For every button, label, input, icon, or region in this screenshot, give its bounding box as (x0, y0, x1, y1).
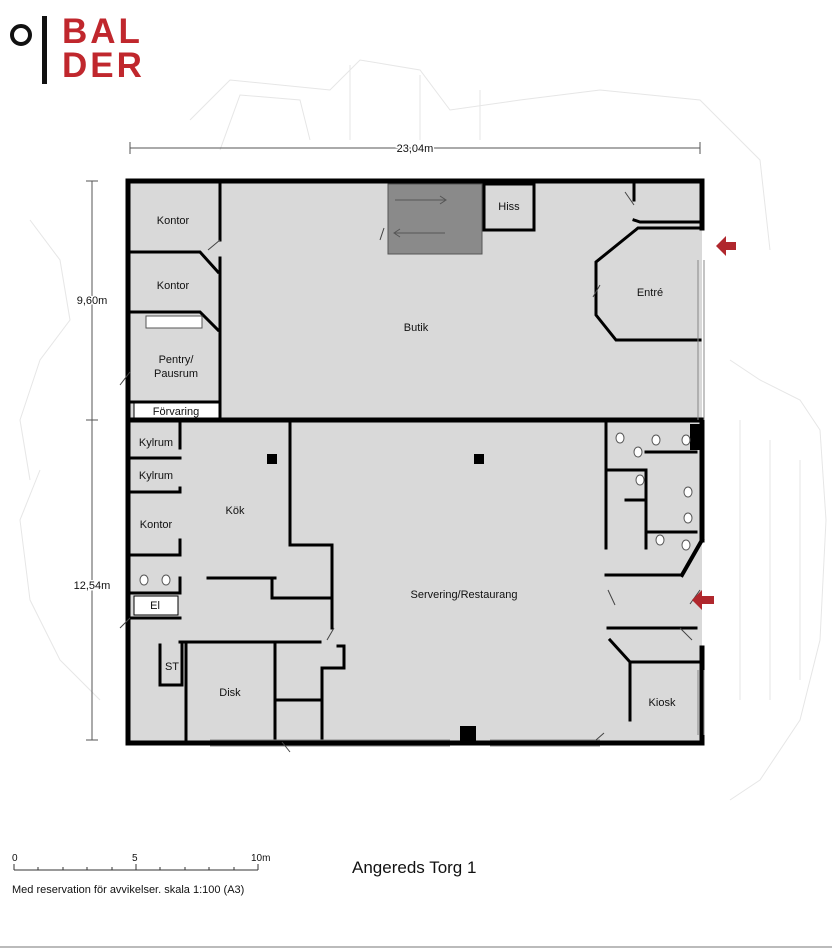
entrance-arrow-icon (692, 590, 714, 610)
balder-logo: BAL DER (8, 14, 148, 86)
forvaring-strip (133, 402, 220, 419)
room-label-kiosk: Kiosk (649, 697, 676, 709)
logo-text-line2: DER (62, 46, 145, 85)
room-label-kok: Kök (226, 505, 245, 517)
room-label-st: ST (165, 661, 179, 673)
room-label-kontor-3: Kontor (140, 519, 173, 531)
room-label-forvaring: Förvaring (153, 406, 199, 418)
staircase (387, 183, 483, 255)
room-label-kontor-1: Kontor (157, 215, 190, 227)
room-label-entre: Entré (637, 287, 663, 299)
logo-text-line1: BAL (62, 12, 143, 51)
pentry-counter (145, 315, 203, 329)
entrance-arrow-icon (716, 236, 736, 256)
room-label-pentry-line1: Pentry/ (159, 354, 195, 366)
room-label-el: El (150, 600, 160, 612)
dim-width-label: 23,04m (397, 143, 434, 155)
floor-area (128, 181, 702, 743)
elevator-shaft (482, 182, 536, 232)
toilet-icon (139, 432, 693, 586)
scale-note: Med reservation för avvikelser. skala 1:… (12, 884, 245, 896)
dim-lower-label: 12,54m (74, 580, 111, 592)
plan-title: Angereds Torg 1 (352, 858, 477, 877)
dim-upper-label: 9,60m (77, 295, 108, 307)
windows (210, 260, 705, 747)
room-label-servering: Servering/Restaurang (410, 589, 517, 601)
room-label-butik: Butik (404, 322, 429, 334)
room-label-kylrum-1: Kylrum (139, 437, 173, 449)
walls (125, 178, 705, 746)
scale-bar (13, 864, 259, 871)
logo-circle-mark (10, 24, 32, 46)
scale-tick-5: 5 (132, 853, 138, 864)
room-label-pentry-line2: Pausrum (154, 368, 198, 380)
room-label-hiss: Hiss (498, 201, 520, 213)
logo-bar-mark (42, 16, 47, 84)
scale-tick-10: 10m (251, 853, 271, 864)
bottom-divider (0, 946, 832, 948)
dimension-lines (86, 142, 701, 741)
scale-tick-0: 0 (12, 853, 18, 864)
room-label-disk: Disk (219, 687, 241, 699)
background-sketch (19, 59, 827, 801)
room-label-kontor-2: Kontor (157, 280, 190, 292)
room-label-kylrum-2: Kylrum (139, 470, 173, 482)
el-strip (133, 595, 179, 616)
